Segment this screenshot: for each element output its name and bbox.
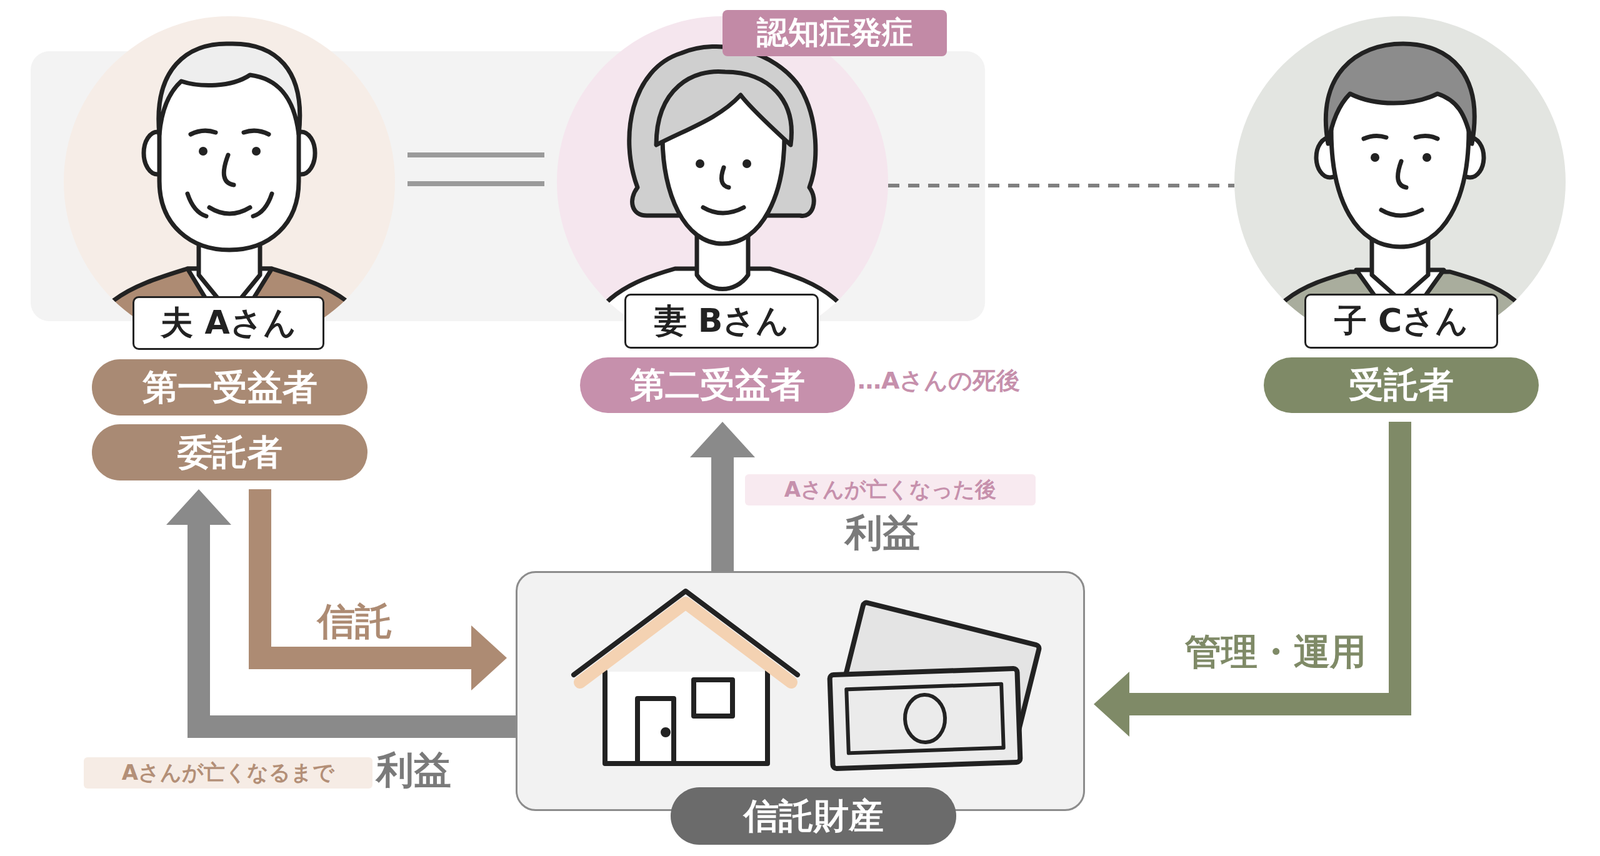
role-pill: 第二受益者 (580, 357, 855, 414)
husband-illustration (159, 50, 300, 250)
money-illustration (829, 668, 1020, 769)
house-illustration (573, 591, 798, 675)
wife-illustration (575, 268, 870, 375)
child-illustration (1325, 43, 1475, 144)
child-illustration (1316, 137, 1344, 178)
money-illustration (841, 601, 1040, 737)
connectors (198, 169, 1400, 727)
husband-illustration (223, 155, 234, 185)
child-illustration (1250, 43, 1550, 375)
husband-illustration (187, 193, 207, 217)
husband-illustration (75, 268, 385, 375)
child-illustration (1415, 135, 1438, 139)
money-illustration (841, 601, 1040, 737)
money-illustration (829, 601, 1040, 769)
node-text: 妻 Bさん (624, 293, 819, 349)
money-illustration (846, 684, 1004, 754)
trust-property-box: 信託財産 (515, 571, 1085, 812)
husband-illustration (251, 146, 261, 156)
house-illustration (637, 698, 674, 764)
benefit-arrow (711, 457, 734, 572)
husband-illustration (75, 43, 385, 375)
child-illustration (1331, 68, 1469, 247)
node-text: 第一受益者 (91, 359, 368, 416)
node-text: 第二受益者 (580, 357, 855, 414)
benefit-arrow (198, 525, 516, 727)
person-circle: 子 Cさん (1234, 16, 1566, 348)
condition-tag: Aさんが亡くなった後 (745, 474, 1036, 506)
husband-illustration (143, 131, 172, 175)
wife-illustration (703, 207, 744, 214)
house-illustration (693, 680, 733, 717)
role-pill: 受託者 (1263, 357, 1539, 414)
husband-illustration (158, 43, 300, 135)
wife-illustration (629, 46, 816, 216)
child-illustration (1250, 271, 1550, 375)
money-illustration (829, 668, 1020, 769)
trust-arrow (260, 489, 472, 659)
husband-illustration (243, 130, 269, 135)
husband-illustration (287, 131, 315, 175)
side-note: …Aさんの死後 (857, 367, 1020, 395)
wife-illustration (742, 159, 752, 169)
edge-label: 管理・運用 (1185, 631, 1367, 674)
child-illustration (1381, 210, 1422, 216)
husband-illustration (253, 193, 272, 217)
wife-illustration (721, 167, 729, 188)
child-illustration (1422, 153, 1432, 162)
house-illustration (580, 603, 792, 683)
marriage-equals (407, 152, 545, 187)
status-tag: 認知症発症 (722, 10, 947, 57)
money-illustration (904, 694, 947, 744)
husband-illustration (209, 207, 250, 214)
husband-illustration (198, 146, 208, 156)
edge-label: 利益 (845, 511, 920, 555)
wife-illustration (696, 225, 749, 290)
child-illustration (1371, 225, 1429, 300)
husband-illustration (198, 225, 260, 313)
node-text: 受託者 (1263, 357, 1539, 414)
child-illustration (1456, 137, 1484, 178)
person-circle: 妻 Bさん (556, 16, 889, 348)
wife-illustration (656, 71, 792, 145)
node-text: 委託者 (91, 424, 368, 481)
equals-gap (407, 157, 545, 182)
child-illustration (1370, 153, 1380, 162)
child-illustration (1356, 270, 1444, 332)
child-illustration (1398, 161, 1407, 188)
condition-tag: Aさんが亡くなるまで (83, 757, 373, 789)
husband-illustration (190, 130, 216, 135)
management-arrow (1129, 421, 1400, 705)
node-text: 信託財産 (670, 787, 957, 845)
edge-label: 利益 (376, 748, 452, 792)
node-text: 子 Cさん (1304, 293, 1499, 349)
house-illustration (663, 730, 669, 735)
house-illustration (605, 671, 768, 764)
node-text: 夫 Aさん (132, 296, 325, 350)
wife-illustration (575, 46, 870, 375)
child-illustration (1363, 135, 1387, 139)
family-dashed-line (888, 183, 1235, 188)
wife-illustration (695, 159, 705, 169)
person-circle: 夫 Aさん (63, 16, 395, 348)
house-illustration (573, 591, 798, 764)
husband-illustration (187, 268, 272, 338)
wife-illustration (662, 93, 785, 244)
edge-label: 信託 (317, 600, 393, 644)
role-pill: 第一受益者 (91, 359, 368, 416)
role-pill: 委託者 (91, 424, 368, 481)
node-text: 認知症発症 (722, 10, 947, 57)
